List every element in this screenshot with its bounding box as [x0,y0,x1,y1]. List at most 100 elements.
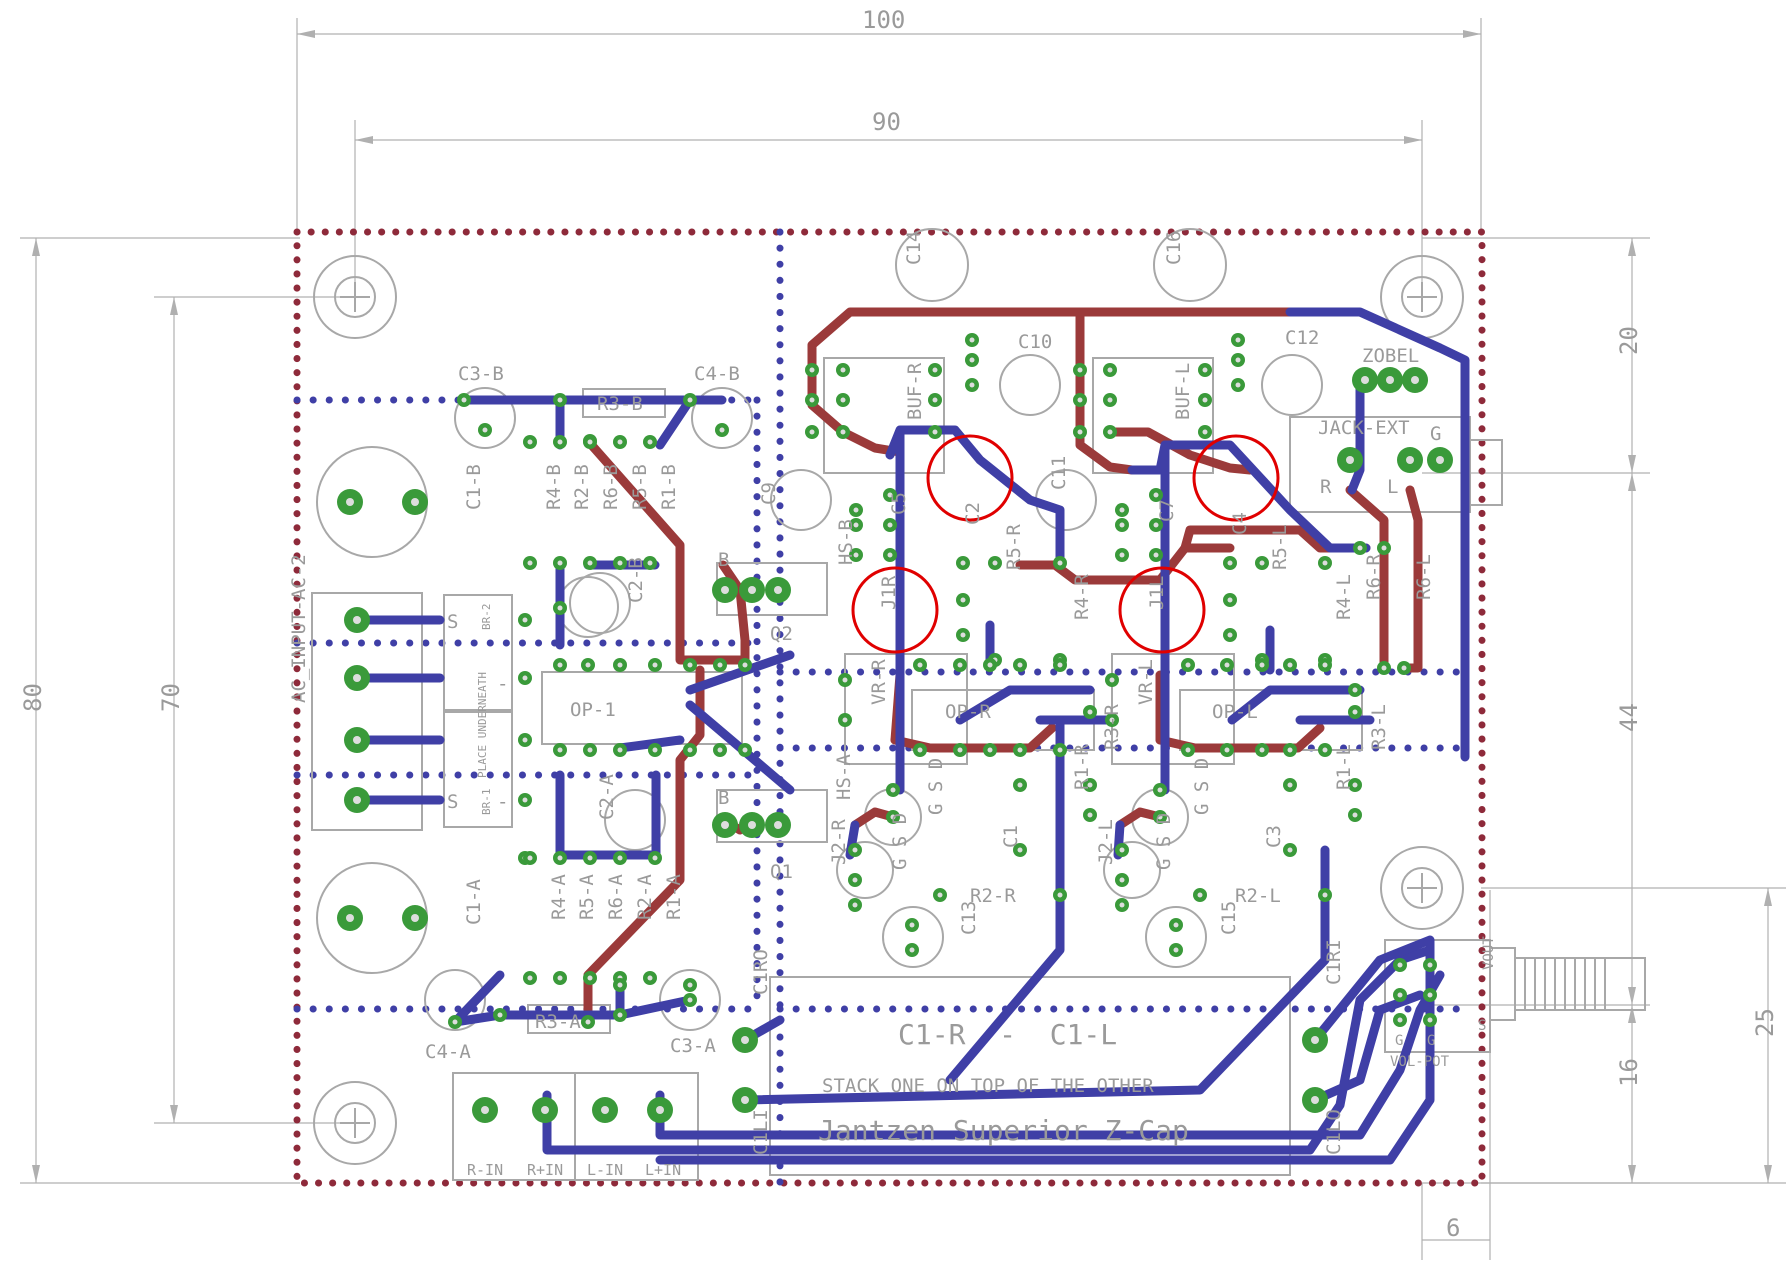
pad-hole [497,1012,503,1018]
pad-hole [890,787,896,793]
label-r2b: R2-B [571,464,593,510]
label-buf-l: BUF-L [1172,363,1194,420]
pad-hole [1322,892,1328,898]
pad-hole [687,747,693,753]
label-jack-g: G [1430,423,1441,445]
pad-hole [1057,560,1063,566]
pad-hole [719,427,725,433]
label-s-bot: S [447,791,458,813]
label-c1b: C1-B [463,464,485,510]
label-jack-r: R [1320,476,1332,498]
label-zcap: Jantzen Superior Z-Cap [818,1114,1189,1147]
pad-hole [1287,782,1293,788]
label-c4b: C4-B [694,363,740,385]
pad-hole [809,367,815,373]
pad-hole [557,397,563,403]
pad-hole [717,747,723,753]
label-c5: C5 [888,492,910,515]
pad-hole [1311,1096,1319,1104]
pad-hole [1202,397,1208,403]
pad-hole [1185,747,1191,753]
pad-hole [647,975,653,981]
pad-hole [1197,892,1203,898]
pad-hole [909,922,915,928]
pad-hole [1107,429,1113,435]
label-c3b: C3-B [458,363,504,385]
pad-hole [890,814,896,820]
pad-hole [1322,747,1328,753]
pad-hole [1227,632,1233,638]
pad-hole [411,914,419,922]
label-r4l: R4-L [1333,574,1355,620]
pad-hole [557,855,563,861]
pad-hole [774,586,782,594]
pad-hole [527,975,533,981]
dim-left-outer: 80 [19,683,47,712]
pad-hole [992,560,998,566]
pad-hole [617,560,623,566]
label-c2a: C2-A [596,774,618,820]
pad-hole [853,507,859,513]
label-c13: C13 [958,901,980,935]
pad-hole [960,597,966,603]
label-j1r: J1R [878,575,900,610]
pad-hole [748,586,756,594]
pad-hole [1361,376,1369,384]
pad-hole [522,675,528,681]
label-gsd3: G S D [889,813,911,870]
label-r2a: R2-A [634,874,656,920]
component-outlines [311,228,1646,1181]
label-opr: OP-R [945,701,991,723]
label-c15: C15 [1218,901,1240,935]
pad-hole [1153,492,1159,498]
label-r-in: R-IN [467,1161,503,1179]
pad-hole [932,429,938,435]
pad-hole [932,367,938,373]
pad-hole [585,662,591,668]
label-r4b: R4-B [543,464,565,510]
pad-hole [1386,376,1394,384]
pad-hole [1087,812,1093,818]
label-s1: S [1478,1018,1486,1034]
mounting-hole-bottom-left [313,1081,397,1165]
pad-hole [481,1106,489,1114]
pad-hole [1173,947,1179,953]
label-jack-l: L [1387,476,1398,498]
pad-hole [687,997,693,1003]
pad-hole [1227,560,1233,566]
pad-hole [585,1019,591,1025]
pad-hole [617,855,623,861]
label-jack-ext: JACK-EXT [1318,417,1410,439]
dim-top-outer: 100 [862,6,905,34]
pad-hole [1077,429,1083,435]
pad-hole [1087,782,1093,788]
pad-hole [721,821,729,829]
pad-hole [652,662,658,668]
pad-hole [687,662,693,668]
label-op1: OP-1 [570,699,616,721]
pad-hole [1427,992,1433,998]
label-r5b: R5-B [629,464,651,510]
label-place-underneath: PLACE UNDERNEATH [476,672,489,778]
pad-hole [1401,665,1407,671]
label-hsb: HS-B [835,519,857,565]
label-r3a: R3-A [535,1011,581,1033]
label-gsd2: G S D [1191,758,1213,815]
pad-hole [887,522,893,528]
pad-hole [1109,677,1115,683]
label-r3b: R3-B [597,393,643,415]
pad-hole [741,1096,749,1104]
label-r1l: R1-L [1333,744,1355,790]
label-c3a: C3-A [670,1035,716,1057]
pad-hole [1427,1017,1433,1023]
pad-hole [1397,1017,1403,1023]
pad-hole [1352,687,1358,693]
pad-hole [1077,397,1083,403]
pad-hole [1235,382,1241,388]
pad-hole [587,975,593,981]
pad-hole [452,1019,458,1025]
pad-hole [482,427,488,433]
pad-hole [1077,367,1083,373]
pad-hole [1346,456,1354,464]
